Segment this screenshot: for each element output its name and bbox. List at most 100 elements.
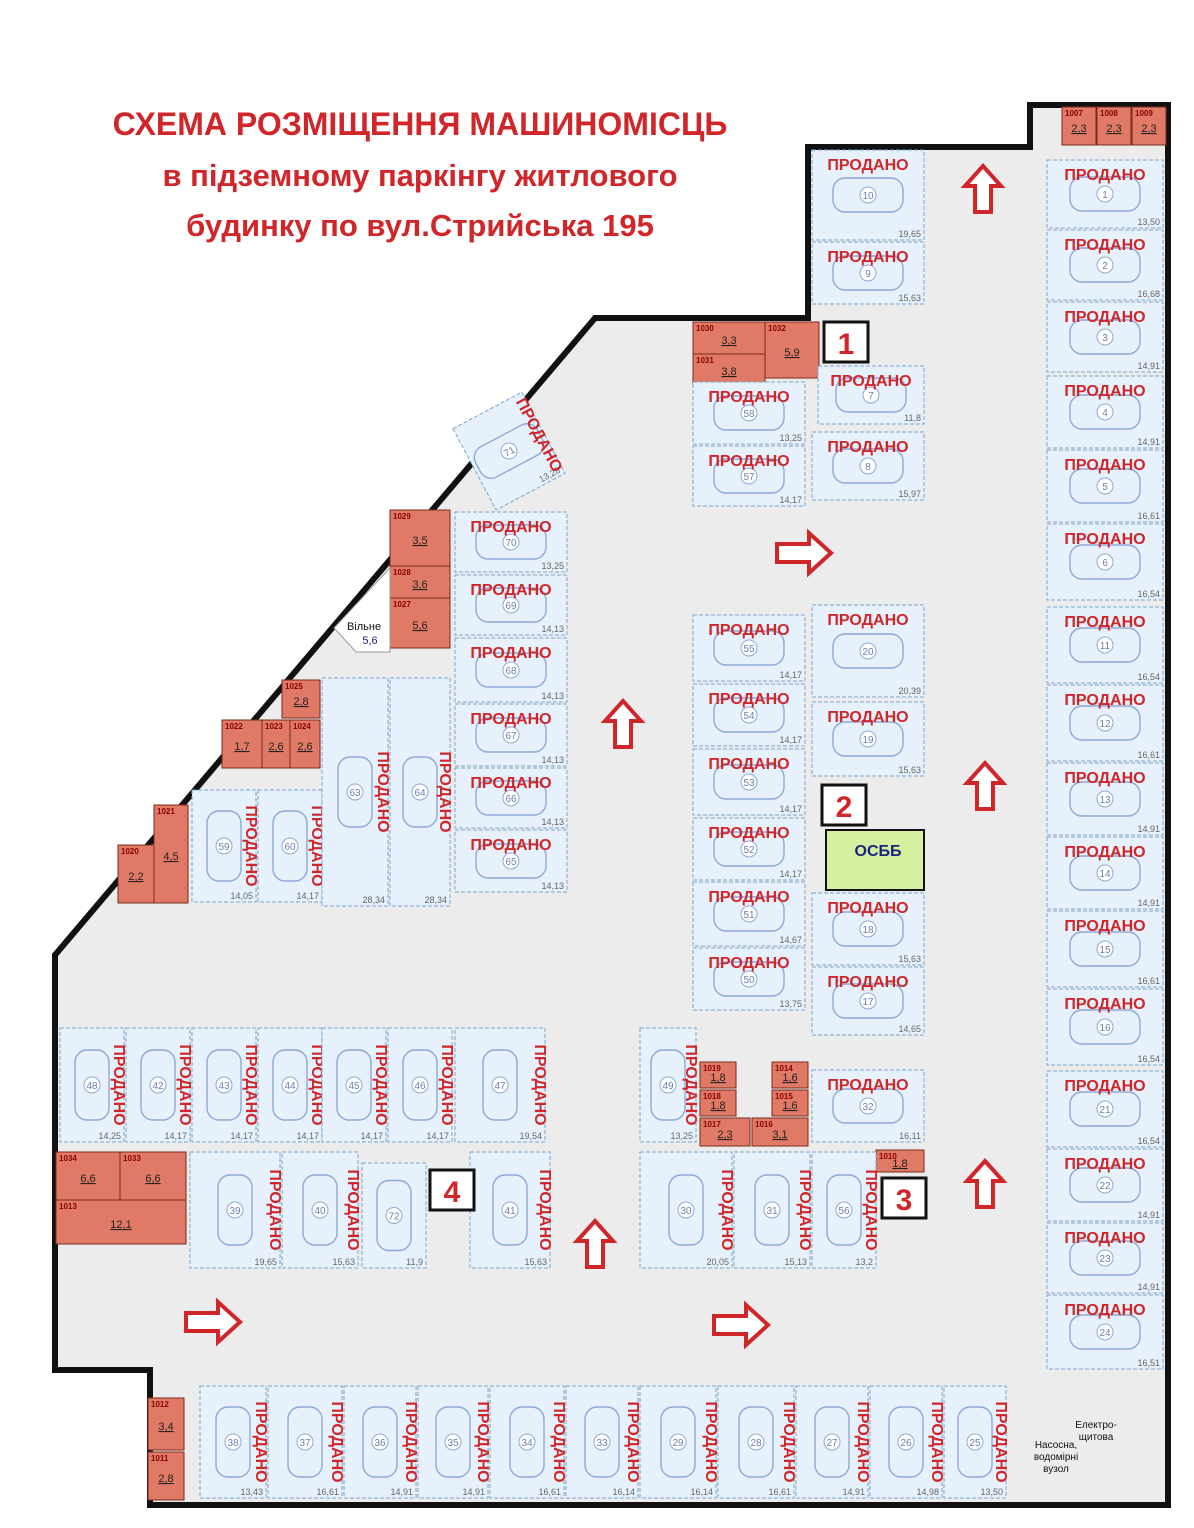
stair-number: 3: [896, 1184, 913, 1217]
car-outline: [1069, 781, 1141, 817]
storage-area: 3,1: [772, 1129, 787, 1141]
stair-number: 2: [836, 791, 853, 824]
slot-area: 14,13: [541, 881, 564, 891]
storage-rect: [771, 1061, 809, 1089]
slot-number-circle: [518, 1433, 536, 1451]
slot-number-circle: [669, 1433, 687, 1451]
car-outline: [832, 1088, 904, 1124]
storage-rect: [147, 1397, 185, 1451]
sold-label: ПРОДАНО: [1064, 1230, 1145, 1247]
storage-area: 3,6: [412, 579, 427, 591]
storage-area: 3,4: [158, 1421, 173, 1433]
slot-area: 14,91: [1137, 824, 1160, 834]
car-outline: [832, 633, 904, 669]
sold-label: ПРОДАНО: [708, 825, 789, 842]
car-outline: [473, 423, 545, 479]
car-outline: [475, 524, 547, 560]
car-outline: [1069, 855, 1141, 891]
slot-number: 27: [826, 1438, 838, 1449]
slot-number: 19: [862, 735, 874, 746]
sold-label: ПРОДАНО: [624, 1401, 641, 1482]
storage-area: 2,3: [1141, 123, 1156, 135]
slot-number-circle: [500, 442, 518, 460]
slot-area: 14,91: [1137, 1282, 1160, 1292]
sold-label: ПРОДАНО: [1064, 614, 1145, 631]
sold-label: ПРОДАНО: [402, 1401, 419, 1482]
slot-area: 13,50: [1137, 217, 1160, 227]
slot-area: 16,68: [1137, 289, 1160, 299]
car-outline: [482, 1049, 518, 1121]
slot-number-circle: [859, 457, 877, 475]
storage-area: 1,6: [782, 1100, 797, 1112]
storage-number: 1018: [703, 1092, 721, 1101]
sold-label: ПРОДАНО: [438, 1044, 455, 1125]
slot-area: 13,43: [240, 1487, 263, 1497]
storage-rect: [389, 509, 451, 567]
osbb-rect: [825, 829, 925, 891]
slot-area: 14,91: [842, 1487, 865, 1497]
car-outline: [217, 1174, 253, 1246]
slot-number: 4: [1102, 408, 1108, 419]
storage-area: 6,6: [145, 1173, 160, 1185]
storage-rect: [764, 321, 820, 379]
car-outline: [832, 983, 904, 1019]
sold-label: ПРОДАНО: [1064, 237, 1145, 254]
slot-number-circle: [859, 992, 877, 1010]
slot-rect: [1046, 910, 1164, 988]
car-outline: [650, 1049, 686, 1121]
sold-label: ПРОДАНО: [1064, 167, 1145, 184]
slot-number: 34: [521, 1438, 533, 1449]
car-outline: [337, 756, 373, 828]
slot-number-circle: [1096, 864, 1114, 882]
slot-area: 15,63: [898, 293, 921, 303]
storage-number: 1023: [265, 722, 283, 731]
storage-area: 2,3: [717, 1129, 732, 1141]
slot-number-circle: [1096, 714, 1114, 732]
sold-label: ПРОДАНО: [1064, 309, 1145, 326]
electro-room-label-line: щитова: [1079, 1432, 1114, 1443]
sold-label: ПРОДАНО: [827, 709, 908, 726]
storage-rect: [699, 1117, 751, 1147]
slot-area: 16,61: [1137, 750, 1160, 760]
slot-number-circle: [740, 773, 758, 791]
storage-rect: [261, 719, 291, 769]
slot-number-circle: [859, 730, 877, 748]
storage-rect: [1131, 106, 1167, 146]
storage-number: 1017: [703, 1120, 721, 1129]
slot-number-circle: [411, 1076, 429, 1094]
slot-number: 65: [505, 857, 517, 868]
storage-number: 1032: [768, 324, 786, 333]
slot-number: 58: [743, 409, 755, 420]
stair-3: 3: [880, 1176, 928, 1220]
car-outline: [814, 1406, 850, 1478]
storage-area: 2,8: [158, 1473, 173, 1485]
car-outline: [713, 831, 785, 867]
